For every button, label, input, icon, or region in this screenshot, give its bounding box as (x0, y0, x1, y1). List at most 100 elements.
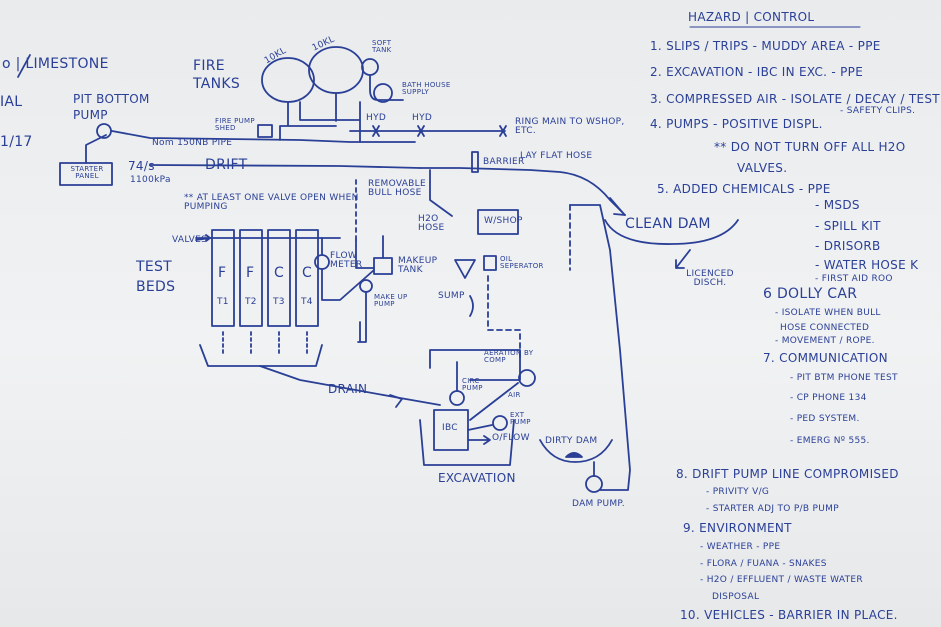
sump-symbol (469, 295, 474, 317)
head-label: 1100kPa (130, 175, 171, 185)
circulation-loop (429, 349, 521, 381)
dirty-dam-label: DIRTY DAM (545, 436, 598, 446)
hazard-item: 3. COMPRESSED AIR - ISOLATE / DECAY / TE… (650, 92, 940, 106)
left-edge-line-1: o | LIMESTONE (2, 56, 109, 72)
dirty-dam-outline (539, 439, 613, 463)
h2o-hose-label: H2O HOSE (418, 214, 445, 233)
ext-pump-label: EXT PUMP (510, 411, 531, 426)
hydrant-1-label: HYD (366, 113, 387, 123)
hazard-item: ** DO NOT TURN OFF ALL H2O (714, 140, 906, 154)
tank-connection-lines (279, 92, 361, 143)
pit-bottom-pump-label: PIT BOTTOM PUMP (73, 92, 150, 122)
o-flow-label: O/FLOW (492, 433, 530, 443)
makeup-pump-line (357, 291, 367, 343)
hazard-item: 5. ADDED CHEMICALS - PPE (657, 182, 831, 196)
bed-3-id: T3 (273, 297, 285, 307)
excavation-label: EXCAVATION (438, 471, 516, 485)
aeration-compressor (518, 369, 536, 387)
hazard-item: VALVES. (737, 161, 788, 175)
o-flow-arrow (467, 435, 491, 445)
makeup-line (355, 235, 384, 269)
pit-bottom-pump-symbol (96, 123, 112, 139)
left-edge-slash (17, 54, 31, 78)
bed-4-letter: C (302, 265, 313, 281)
dam-pump-label: DAM PUMP. (572, 499, 625, 509)
bed-1-letter: F (218, 265, 227, 281)
hazard-item: - ISOLATE WHEN BULL (775, 308, 881, 318)
fire-pump-shed-label: FIRE PUMP SHED (215, 117, 255, 132)
sump-line-dashed (487, 275, 521, 361)
ibc-box (433, 409, 469, 451)
hazard-item: 7. COMMUNICATION (763, 351, 888, 365)
bath-house-supply-label: BATH HOUSE SUPPLY (402, 81, 451, 96)
dirty-dam-sludge (565, 452, 583, 458)
fire-tanks-label: FIRE TANKS (193, 58, 241, 93)
hazard-item: - SPILL KIT (815, 219, 881, 233)
hazard-item: - WATER HOSE K (815, 258, 919, 272)
starter-panel-box (59, 162, 113, 186)
test-bed-3 (267, 229, 291, 327)
hazard-list-header: HAZARD | CONTROL (688, 10, 815, 24)
removable-bull-hose-label: REMOVABLE BULL HOSE (368, 179, 426, 198)
hazard-item: 4. PUMPS - POSITIVE DISPL. (650, 117, 823, 131)
wshop-box (477, 209, 519, 235)
drain-label: DRAIN (328, 382, 368, 396)
clean-dam-label: CLEAN DAM (625, 216, 711, 232)
drain-tray (199, 344, 323, 367)
drain-line (259, 365, 441, 406)
hydrant-2-label: HYD (412, 113, 433, 123)
panel-link-line (85, 134, 107, 164)
hazard-item: DISPOSAL (712, 592, 760, 602)
makeup-tank-box (373, 257, 393, 275)
hazard-item: - MOVEMENT / ROPE. (775, 336, 875, 346)
circ-pump-symbol (449, 390, 465, 406)
starter-panel-label: STARTER PANEL (70, 165, 104, 180)
air-line (469, 382, 519, 421)
hazard-item: - PRIVITY V/G (706, 487, 770, 497)
test-bed-drain-arrows (222, 331, 308, 355)
bed-2-letter: F (246, 265, 255, 281)
test-beds-label: TEST BEDS (136, 259, 176, 295)
ring-main-label: RING MAIN TO WSHOP, ETC. (515, 117, 625, 136)
main-pipe-lower (149, 164, 421, 169)
hazard-item: - H2O / EFFLUENT / WASTE WATER (700, 575, 863, 585)
hazard-item: 6 DOLLY CAR (763, 286, 858, 302)
h2o-hose-line (429, 169, 453, 217)
hazard-item: 8. DRIFT PUMP LINE COMPROMISED (676, 467, 899, 481)
hazard-item: - EMERG Nº 555. (790, 436, 870, 446)
fire-pump-shed-box (257, 124, 273, 138)
circ-pump-label: CIRC PUMP (462, 377, 483, 392)
pipe-spec-label: Nom 150NB PIPE (152, 138, 233, 148)
licenced-discharge-label: LICENCED DISCH. (686, 269, 734, 288)
wshop-label: W/SHOP (484, 216, 523, 226)
hazard-item: - PIT BTM PHONE TEST (790, 373, 898, 383)
hazard-item: - PED SYSTEM. (790, 414, 860, 424)
left-edge-line-3: 1/17 (0, 134, 33, 150)
licenced-discharge-arrow (675, 249, 691, 269)
barrier-label: BARRIER (483, 157, 525, 167)
hazard-item: 1. SLIPS / TRIPS - MUDDY AREA - PPE (650, 39, 881, 53)
flow-rate-label: 74/s (128, 159, 155, 173)
hazard-item: - DRISORB (815, 239, 881, 253)
lay-flat-hose-line (419, 167, 626, 216)
air-label: AIR (508, 391, 521, 399)
hazard-item: 10. VEHICLES - BARRIER IN PLACE. (680, 608, 898, 622)
left-edge-line-2: IAL (0, 94, 23, 110)
dam-return-line (569, 204, 631, 491)
flow-meter-label: FLOW METER (330, 251, 363, 270)
lay-flat-hose-label: LAY FLAT HOSE (520, 151, 593, 161)
aeration-label: AERATION BY COMP (484, 349, 534, 364)
soft-tank-label: SOFT TANK (372, 39, 392, 54)
hazard-item: - SAFETY CLIPS. (840, 106, 916, 116)
ext-pump-symbol (492, 415, 508, 431)
ext-pump-line (467, 424, 493, 431)
clean-dam-outline (604, 219, 739, 245)
oil-separator-box (483, 255, 497, 271)
drift-label: DRIFT (205, 157, 248, 173)
bath-house-valve (373, 83, 393, 103)
bed-2-id: T2 (245, 297, 257, 307)
hydrant-crosses (372, 125, 507, 137)
lay-flat-arrow (609, 197, 626, 216)
ibc-label: IBC (442, 423, 458, 433)
